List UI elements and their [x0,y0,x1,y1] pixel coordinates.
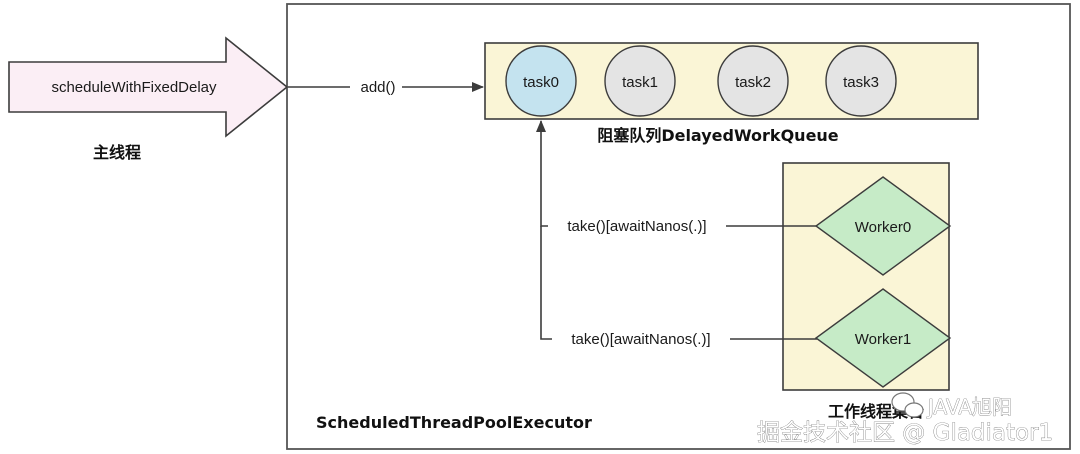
add-label-bg [350,76,402,98]
task-label: task1 [622,74,658,91]
task-list: task0 task1 task2 task3 [505,45,897,117]
queue-label: 阻塞队列DelayedWorkQueue [597,126,838,145]
executor-label: ScheduledThreadPoolExecutor [316,413,592,432]
task-node [717,45,789,117]
worker-node [814,176,952,276]
task-label: task2 [735,74,771,91]
worker-node [814,288,952,388]
wechat-icon [891,392,924,418]
task-node [505,45,577,117]
task-node [825,45,897,117]
worker-label: Worker1 [855,331,911,348]
task-node [604,45,676,117]
main-thread-caption: 主线程 [93,143,141,162]
take-label-bg [548,215,726,237]
watermark-site: 掘金技术社区 @ Gladiator1 [757,420,1053,446]
task-label: task0 [523,74,559,91]
watermark-account: JAVA旭阳 [926,395,1012,419]
take-label-bg [552,328,730,350]
main-thread-arrow [8,36,289,138]
task-label: task3 [843,74,879,91]
add-label: add() [360,79,395,96]
schedule-call-label: scheduleWithFixedDelay [51,79,217,96]
worker-label: Worker0 [855,219,911,236]
take-label-worker1: take()[awaitNanos(.)] [571,331,710,348]
watermark: JAVA旭阳 掘金技术社区 @ Gladiator1 [757,392,1054,446]
take-label-worker0: take()[awaitNanos(.)] [567,218,706,235]
